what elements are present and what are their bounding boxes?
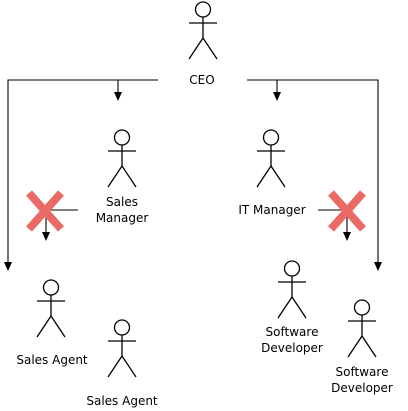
ceo-label: CEO	[189, 73, 215, 87]
sales-agent-1-actor-icon	[36, 279, 66, 338]
it-manager-label: IT Manager	[238, 203, 306, 217]
sales-manager-label: Sales Manager	[95, 195, 149, 225]
edge-ceo-to-sales-manager	[114, 80, 122, 101]
cross-out-icon	[328, 190, 366, 232]
software-developer-1-label: Software Developer	[261, 325, 323, 355]
edge-ceo-to-software-developer-2	[247, 79, 382, 271]
arrowhead-icon	[343, 232, 351, 241]
sales-agent-2-actor-icon	[107, 319, 137, 378]
arrowhead-icon	[4, 262, 12, 271]
software-developer-2-label: Software Developer	[331, 365, 393, 395]
it-manager-actor-icon	[256, 129, 286, 188]
arrowhead-icon	[114, 92, 122, 101]
cross-out-icon	[26, 190, 64, 232]
arrowhead-icon	[273, 92, 281, 101]
sales-agent-2-label: Sales Agent	[86, 394, 158, 408]
edge-ceo-to-it-manager	[273, 80, 281, 101]
arrowhead-icon	[42, 232, 50, 241]
ceo-actor-icon	[188, 1, 218, 60]
edge-ceo-to-sales-agent-1	[4, 79, 158, 271]
sales-manager-actor-icon	[107, 129, 137, 188]
sales-agent-1-label: Sales Agent	[16, 353, 88, 367]
software-developer-1-actor-icon	[277, 260, 307, 319]
arrowhead-icon	[374, 262, 382, 271]
software-developer-2-actor-icon	[347, 299, 377, 358]
